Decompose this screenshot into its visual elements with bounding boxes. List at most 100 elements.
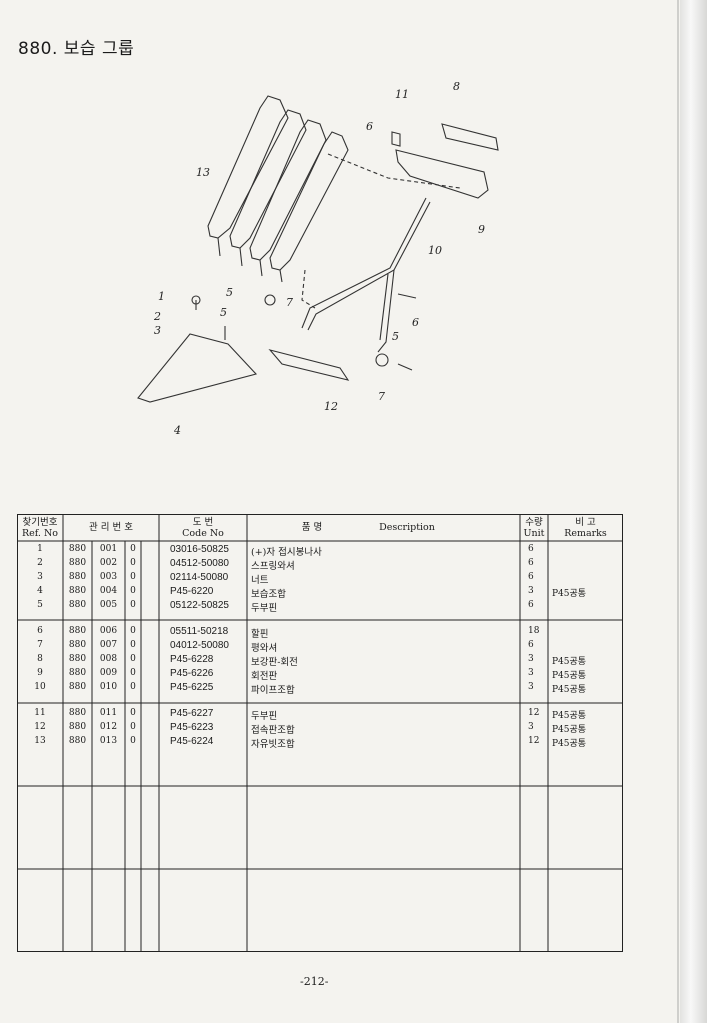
page-edge <box>680 0 707 1023</box>
pipe-assembly <box>301 197 431 331</box>
cell-code: 05122-50825 <box>170 600 229 611</box>
washer-2 <box>375 353 389 367</box>
svg-text:6: 6 <box>412 316 419 329</box>
tine-4 <box>269 131 349 271</box>
cell-desc: 할핀 <box>251 629 269 640</box>
cell-unit: 6 <box>528 640 534 650</box>
cell-code: 04012-50080 <box>170 640 229 651</box>
bolt-head <box>191 295 201 305</box>
cell-code: 02114-50080 <box>170 572 229 583</box>
reinforcement-plate <box>441 123 499 151</box>
svg-text:2: 2 <box>153 310 161 323</box>
cell-unit: 6 <box>528 600 534 610</box>
cell-desc: (+)자 접시봉나사 <box>251 547 322 558</box>
cell-desc: 파이프조합 <box>251 685 295 696</box>
tine-1 <box>207 95 289 239</box>
cell-z: 0 <box>130 640 136 650</box>
pin-11 <box>391 131 401 147</box>
cell-ref: 11 <box>34 708 46 718</box>
cell-remarks: P45공통 <box>552 739 587 749</box>
svg-text:3: 3 <box>154 324 161 337</box>
cell-ref: 2 <box>37 558 43 568</box>
cell-n: 012 <box>99 722 118 732</box>
cell-z: 0 <box>130 558 136 568</box>
cell-unit: 12 <box>528 708 540 718</box>
cell-n: 002 <box>99 558 118 568</box>
cell-unit: 6 <box>528 572 534 582</box>
cell-unit: 3 <box>528 682 534 692</box>
cell-ref: 5 <box>37 600 43 610</box>
cell-n: 010 <box>99 682 118 692</box>
cell-z: 0 <box>130 722 136 732</box>
cell-code: 04512-50080 <box>170 558 229 569</box>
svg-text:8: 8 <box>453 80 460 93</box>
cell-g: 880 <box>68 572 87 582</box>
cell-ref: 12 <box>34 722 46 732</box>
cell-desc: 너트 <box>251 575 269 586</box>
parts-diagram-svg: 11 8 6 13 9 10 5 7 1 2 3 5 5 6 7 12 4 <box>137 80 499 437</box>
cell-g: 880 <box>68 722 87 732</box>
cell-g: 880 <box>68 668 87 678</box>
cell-unit: 6 <box>528 558 534 568</box>
cell-g: 880 <box>68 558 87 568</box>
cell-desc: 보강판-회전 <box>251 657 298 668</box>
cell-g: 880 <box>68 600 87 610</box>
cell-z: 0 <box>130 654 136 664</box>
cell-code: P45-6224 <box>170 736 214 747</box>
cell-desc: 자유빗조합 <box>251 739 295 750</box>
svg-text:13: 13 <box>196 166 210 179</box>
cell-z: 0 <box>130 736 136 746</box>
cell-n: 001 <box>99 544 118 554</box>
cell-ref: 13 <box>34 736 46 746</box>
cell-remarks: P45공통 <box>552 685 587 695</box>
cell-desc: 두부핀 <box>251 711 278 722</box>
rotating-plate <box>395 149 489 199</box>
cell-desc: 두부핀 <box>251 603 278 614</box>
tine-3 <box>249 119 327 261</box>
cell-g: 880 <box>68 626 87 636</box>
cell-unit: 6 <box>528 544 534 554</box>
cell-remarks: P45공통 <box>552 589 587 599</box>
cell-g: 880 <box>68 682 87 692</box>
header-name-ko: 품 명 <box>301 522 323 533</box>
svg-text:1: 1 <box>158 290 165 303</box>
header-mgmt: 관 리 번 호 <box>88 522 134 533</box>
cell-desc: 접속판조합 <box>251 725 295 736</box>
tine-2 <box>229 109 307 249</box>
dashed-line-1 <box>327 153 461 189</box>
svg-text:10: 10 <box>428 244 442 257</box>
plow-blade <box>137 333 258 403</box>
svg-text:11: 11 <box>395 88 409 101</box>
cell-z: 0 <box>130 572 136 582</box>
pipe-leg <box>377 269 395 353</box>
cell-unit: 12 <box>528 736 540 746</box>
cell-code: P45-6228 <box>170 654 214 665</box>
parts-diagram: 11 8 6 13 9 10 5 7 1 2 3 5 5 6 7 12 4 <box>130 78 520 448</box>
cell-code: P45-6225 <box>170 682 214 693</box>
cell-z: 0 <box>130 682 136 692</box>
cell-z: 0 <box>130 668 136 678</box>
cell-unit: 3 <box>528 668 534 678</box>
cell-remarks: P45공통 <box>552 671 587 681</box>
cell-z: 0 <box>130 544 136 554</box>
cell-ref: 6 <box>37 626 43 636</box>
cell-desc: 평와셔 <box>251 643 278 654</box>
cell-n: 003 <box>99 572 118 582</box>
svg-text:5: 5 <box>226 286 233 299</box>
svg-text:12: 12 <box>324 400 338 413</box>
cell-g: 880 <box>68 708 87 718</box>
cell-z: 0 <box>130 626 136 636</box>
cell-g: 880 <box>68 654 87 664</box>
cell-code: P45-6227 <box>170 708 214 719</box>
svg-text:6: 6 <box>366 120 373 133</box>
cell-g: 880 <box>68 544 87 554</box>
svg-text:7: 7 <box>286 296 293 309</box>
svg-text:7: 7 <box>378 390 385 403</box>
cell-n: 006 <box>99 626 118 636</box>
cell-unit: 18 <box>528 626 540 636</box>
page-title: 880. 보습 그룹 <box>18 39 135 59</box>
